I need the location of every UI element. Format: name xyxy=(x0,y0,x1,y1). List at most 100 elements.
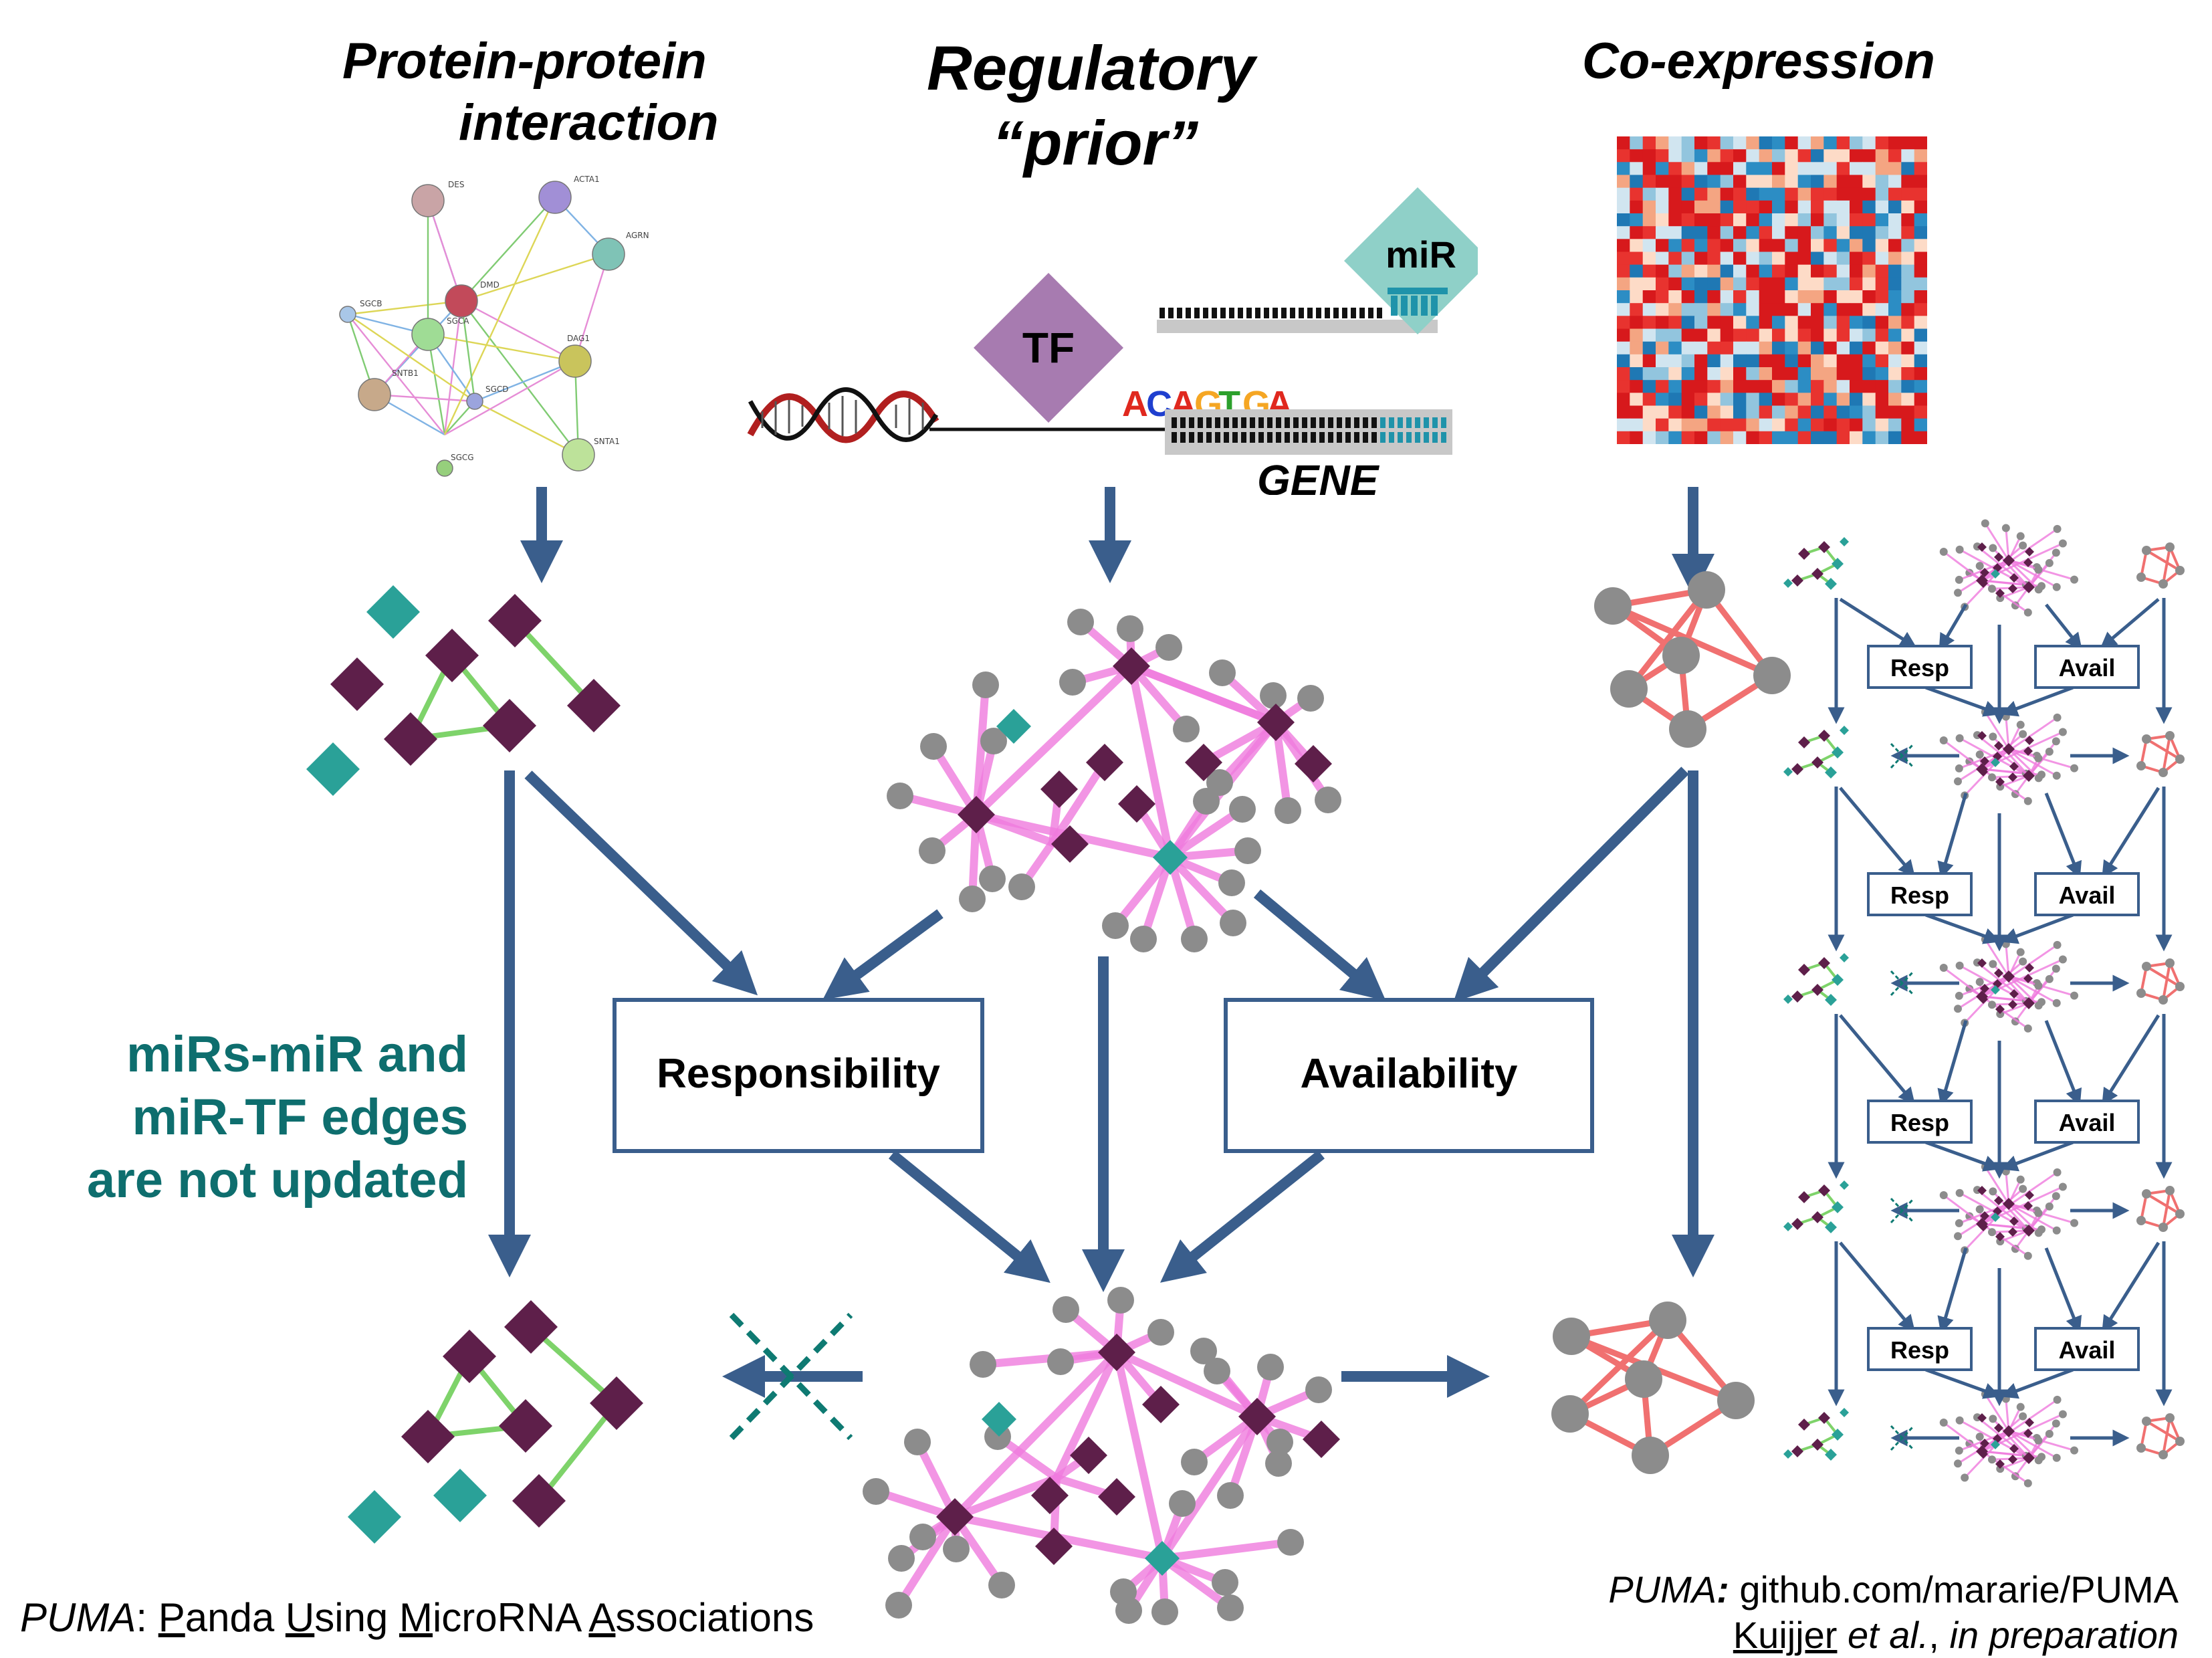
mini-tf-node xyxy=(2003,554,2015,566)
mini-gene-node xyxy=(2034,774,2043,783)
mini-node xyxy=(1811,756,1823,768)
heatmap-cell xyxy=(1797,213,1811,227)
footer-repo-url[interactable]: github.com/mararie/PUMA xyxy=(1739,1568,2179,1611)
heatmap-cell xyxy=(1811,149,1824,163)
heatmap-cell xyxy=(1617,226,1630,239)
gene-base xyxy=(1293,417,1299,428)
prior-edge xyxy=(1127,662,1190,733)
heatmap-cell xyxy=(1656,341,1669,355)
mini-prior-edge xyxy=(1943,739,1983,770)
mini-gene-node xyxy=(2034,585,2043,594)
tf-node xyxy=(488,594,542,647)
mini-arrow xyxy=(1925,1368,2001,1399)
heatmap-cell xyxy=(1694,175,1708,189)
heatmap-cell xyxy=(1823,187,1838,201)
heatmap-cell xyxy=(1836,290,1850,304)
gene-node xyxy=(1669,710,1706,748)
heatmap-cell xyxy=(1914,162,1927,176)
heatmap-cell xyxy=(1668,226,1682,239)
heatmap-cell xyxy=(1901,431,1915,444)
heatmap-cell xyxy=(1617,418,1630,432)
gene-node xyxy=(1234,837,1261,864)
mini-gene-node xyxy=(2052,1192,2060,1201)
mini-gene-node xyxy=(1987,585,1996,593)
heatmap-cell xyxy=(1656,226,1669,239)
mini-gene-node xyxy=(2175,1437,2185,1446)
mini-mir-node xyxy=(1991,1440,2000,1449)
heatmap-cell xyxy=(1836,367,1850,381)
heatmap-cell xyxy=(1797,136,1811,150)
mini-gene-node xyxy=(2058,1182,2067,1191)
footer-author: Kuijjer xyxy=(1733,1614,1838,1656)
heatmap-cell xyxy=(1862,341,1876,355)
mini-gene-node xyxy=(2016,1403,2025,1411)
mini-prior-edge xyxy=(2007,1203,2040,1234)
resp-small-box: Resp xyxy=(1867,872,1973,916)
mini-gene-node xyxy=(1939,548,1948,556)
mir-strand xyxy=(1157,308,1438,333)
mini-gene-node xyxy=(2159,768,2168,777)
mini-prior-edge xyxy=(1984,522,2010,562)
mir-base xyxy=(1307,308,1313,318)
heatmap-cell xyxy=(1836,187,1850,201)
prior-edge xyxy=(951,1513,1006,1589)
heatmap-cell xyxy=(1875,303,1889,316)
heatmap-cell xyxy=(1785,187,1799,201)
heatmap-cell xyxy=(1914,213,1927,227)
mini-tf-node xyxy=(2023,1201,2033,1211)
mir-label: miR xyxy=(1386,233,1456,276)
tf-node xyxy=(1185,744,1222,781)
tf-node xyxy=(1040,770,1078,808)
gene-base xyxy=(1180,417,1186,428)
heatmap-cell xyxy=(1823,213,1838,227)
mini-gene-node xyxy=(1953,589,1962,597)
resp-small-label: Resp xyxy=(1890,1336,1950,1364)
heatmap-cell xyxy=(1617,277,1630,291)
mini-gene-node xyxy=(2034,1229,2043,1237)
heatmap-cell xyxy=(1888,277,1902,291)
heatmap-cell xyxy=(1811,405,1824,419)
gene-node xyxy=(1297,685,1324,712)
gene-node xyxy=(1649,1302,1686,1339)
heatmap-cell xyxy=(1746,149,1760,163)
mini-gene-node xyxy=(2019,957,2027,966)
gene-node xyxy=(1115,1597,1142,1624)
tf-node xyxy=(936,1498,974,1536)
heatmap-cell xyxy=(1901,316,1915,330)
heatmap-cell xyxy=(1914,277,1927,291)
heatmap-cell xyxy=(1875,136,1889,150)
gene-base xyxy=(1189,432,1194,443)
acronym-letter: M xyxy=(399,1595,433,1640)
heatmap-cell xyxy=(1694,316,1708,330)
heatmap-cell xyxy=(1707,316,1721,330)
mini-tf-node xyxy=(2008,1227,2017,1237)
heatmap-cell xyxy=(1811,431,1824,444)
mini-tf-node xyxy=(1995,777,2005,787)
heatmap-cell xyxy=(1746,200,1760,214)
heatmap-cell xyxy=(1733,354,1747,368)
heatmap-cell xyxy=(1797,367,1811,381)
mini-gene-node xyxy=(2142,962,2151,971)
heatmap-cell xyxy=(1862,277,1876,291)
gene-base xyxy=(1189,417,1194,428)
heatmap-cell xyxy=(1733,341,1747,355)
gene-node xyxy=(1610,670,1648,708)
heatmap-cell xyxy=(1836,380,1850,393)
heatmap-cell xyxy=(1668,277,1682,291)
mini-tf-node xyxy=(1994,552,2003,562)
tf-node xyxy=(425,629,479,682)
heatmap-cell xyxy=(1656,187,1669,201)
heatmap-cell xyxy=(1836,213,1850,227)
heatmap-cell xyxy=(1785,431,1799,444)
mini-gene-node xyxy=(2019,730,2027,738)
heatmap-cell xyxy=(1746,226,1760,239)
heatmap-cell xyxy=(1759,380,1773,393)
mini-gene-node xyxy=(2136,1443,2146,1453)
mini-prior-edge xyxy=(1981,768,2027,775)
gene-node xyxy=(959,886,986,912)
tf-node xyxy=(1238,1398,1276,1435)
heatmap-cell xyxy=(1811,290,1824,304)
heatmap-cell xyxy=(1720,136,1734,150)
tf-node xyxy=(1098,1478,1135,1516)
